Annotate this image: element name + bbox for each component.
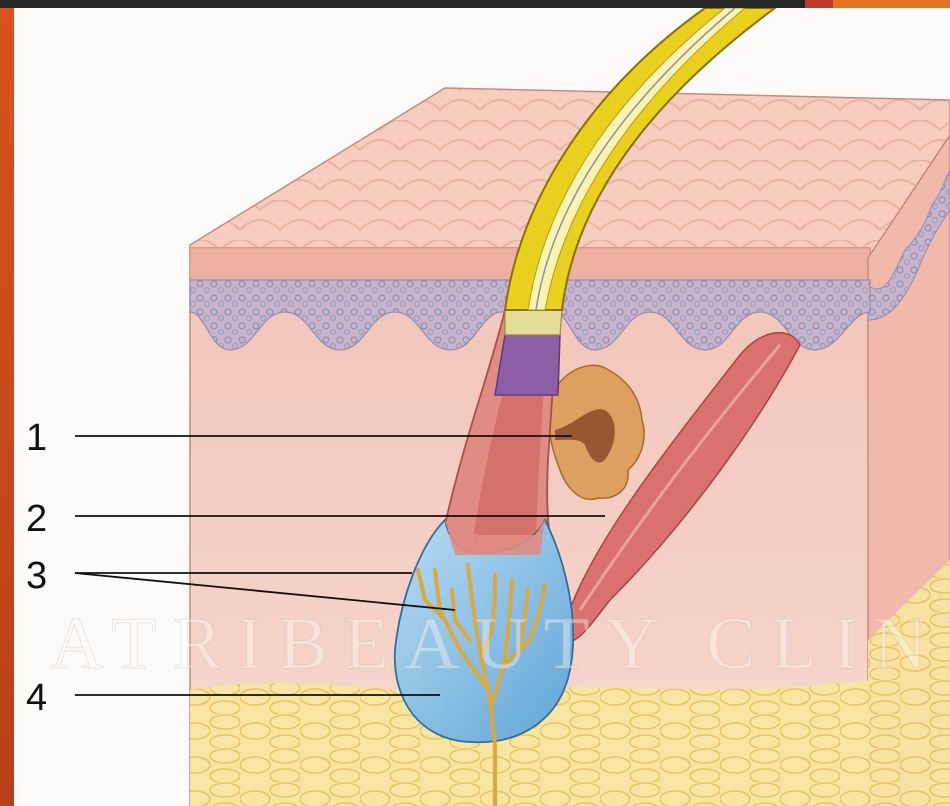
label-3: 3 bbox=[26, 555, 47, 597]
inner-root-sheath bbox=[495, 310, 562, 395]
label-4: 4 bbox=[26, 677, 47, 719]
label-2: 2 bbox=[26, 498, 47, 540]
top-frame-bar bbox=[0, 0, 950, 8]
frame-accent-orange bbox=[833, 0, 950, 8]
left-frame-strip bbox=[0, 8, 14, 806]
label-1: 1 bbox=[26, 417, 47, 459]
frame-accent-red bbox=[805, 0, 833, 8]
hair-follicle-diagram: ATRIBEAUTY CLINIQUE 1 2 3 4 bbox=[14, 8, 950, 806]
watermark-text: ATRIBEAUTY CLINIQUE bbox=[50, 603, 950, 685]
diagram-canvas: ATRIBEAUTY CLINIQUE 1 2 3 4 bbox=[14, 8, 950, 806]
